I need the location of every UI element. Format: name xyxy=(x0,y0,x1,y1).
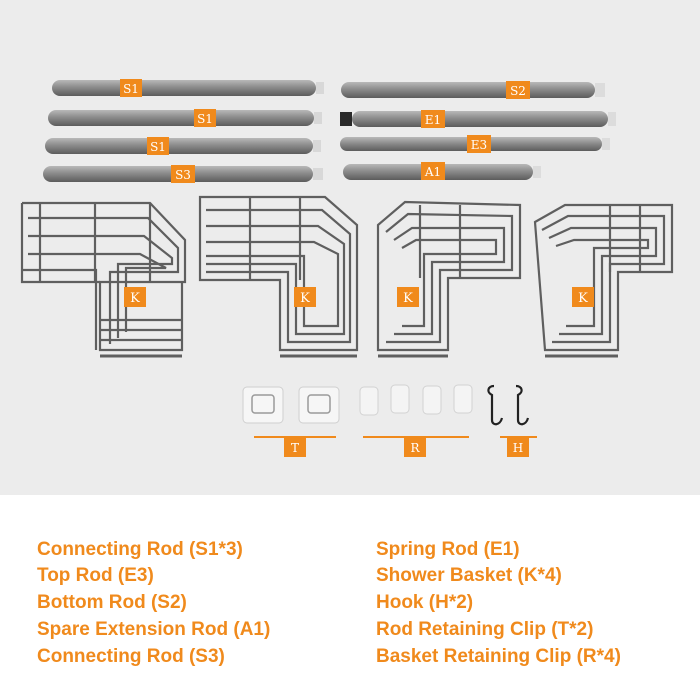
rod-tag xyxy=(506,81,530,99)
shower-basket-1 xyxy=(20,201,187,358)
shower-basket-3 xyxy=(376,200,522,358)
basket-tag xyxy=(572,287,594,307)
legend-item: Spring Rod (E1) xyxy=(376,539,520,560)
legend-item: Top Rod (E3) xyxy=(37,565,154,586)
basket-tag xyxy=(397,287,419,307)
legend-item: Hook (H*2) xyxy=(376,592,474,613)
rod-label: S1 xyxy=(197,112,213,126)
basket-label: K xyxy=(300,291,310,306)
rod-label: E3 xyxy=(471,138,487,152)
parts-legend: Connecting Rod (S1*3) Top Rod (E3) Botto… xyxy=(0,495,700,700)
basket-label: K xyxy=(578,291,588,306)
basket-retaining-clips: R xyxy=(359,384,473,457)
rod-tag xyxy=(120,79,142,97)
clip-label: T xyxy=(291,441,299,455)
hooks: H xyxy=(487,384,537,457)
rod-s1-b: S1 xyxy=(48,109,322,127)
rod-s2: S2 xyxy=(341,81,605,99)
rod-s1-a: S1 xyxy=(52,79,324,97)
shower-basket-4 xyxy=(533,203,674,358)
rod-label: S2 xyxy=(510,84,526,98)
rod-e3: E3 xyxy=(340,135,610,153)
rod-e1: E1 xyxy=(340,110,616,128)
hook-label: H xyxy=(513,441,523,455)
parts-illustration: S1 S1 S1 S3 S2 E1 E3 xyxy=(20,79,674,457)
basket-tag xyxy=(124,287,146,307)
rod-s3: S3 xyxy=(43,165,323,183)
rod-label: S3 xyxy=(175,168,191,182)
rod-tag xyxy=(147,137,169,155)
rod-retaining-clips: T xyxy=(242,386,340,457)
rod-label: S1 xyxy=(150,140,166,154)
parts-photo: S1 S1 S1 S3 S2 E1 E3 xyxy=(0,0,700,495)
shower-basket-2 xyxy=(198,195,359,358)
rod-label: E1 xyxy=(425,113,441,127)
retainer-label: R xyxy=(410,441,420,455)
rod-tag xyxy=(194,109,216,127)
legend-item: Rod Retaining Clip (T*2) xyxy=(376,619,594,640)
rod-label: A1 xyxy=(424,165,441,179)
rod-tag xyxy=(421,110,445,128)
basket-label: K xyxy=(130,291,140,306)
legend-item: Basket Retaining Clip (R*4) xyxy=(376,646,621,667)
legend-item: Bottom Rod (S2) xyxy=(37,592,187,613)
legend-item: Spare Extension Rod (A1) xyxy=(37,619,271,640)
legend-item: Connecting Rod (S1*3) xyxy=(37,539,243,560)
rod-tag xyxy=(467,135,491,153)
rod-tag xyxy=(421,162,445,180)
rod-label: S1 xyxy=(123,82,139,96)
rod-tag xyxy=(171,165,195,183)
rod-s1-c: S1 xyxy=(45,137,321,155)
rod-a1: A1 xyxy=(343,162,541,180)
legend-item: Shower Basket (K*4) xyxy=(376,565,562,586)
legend-item: Connecting Rod (S3) xyxy=(37,646,225,667)
basket-tag xyxy=(294,287,316,307)
basket-label: K xyxy=(403,291,413,306)
